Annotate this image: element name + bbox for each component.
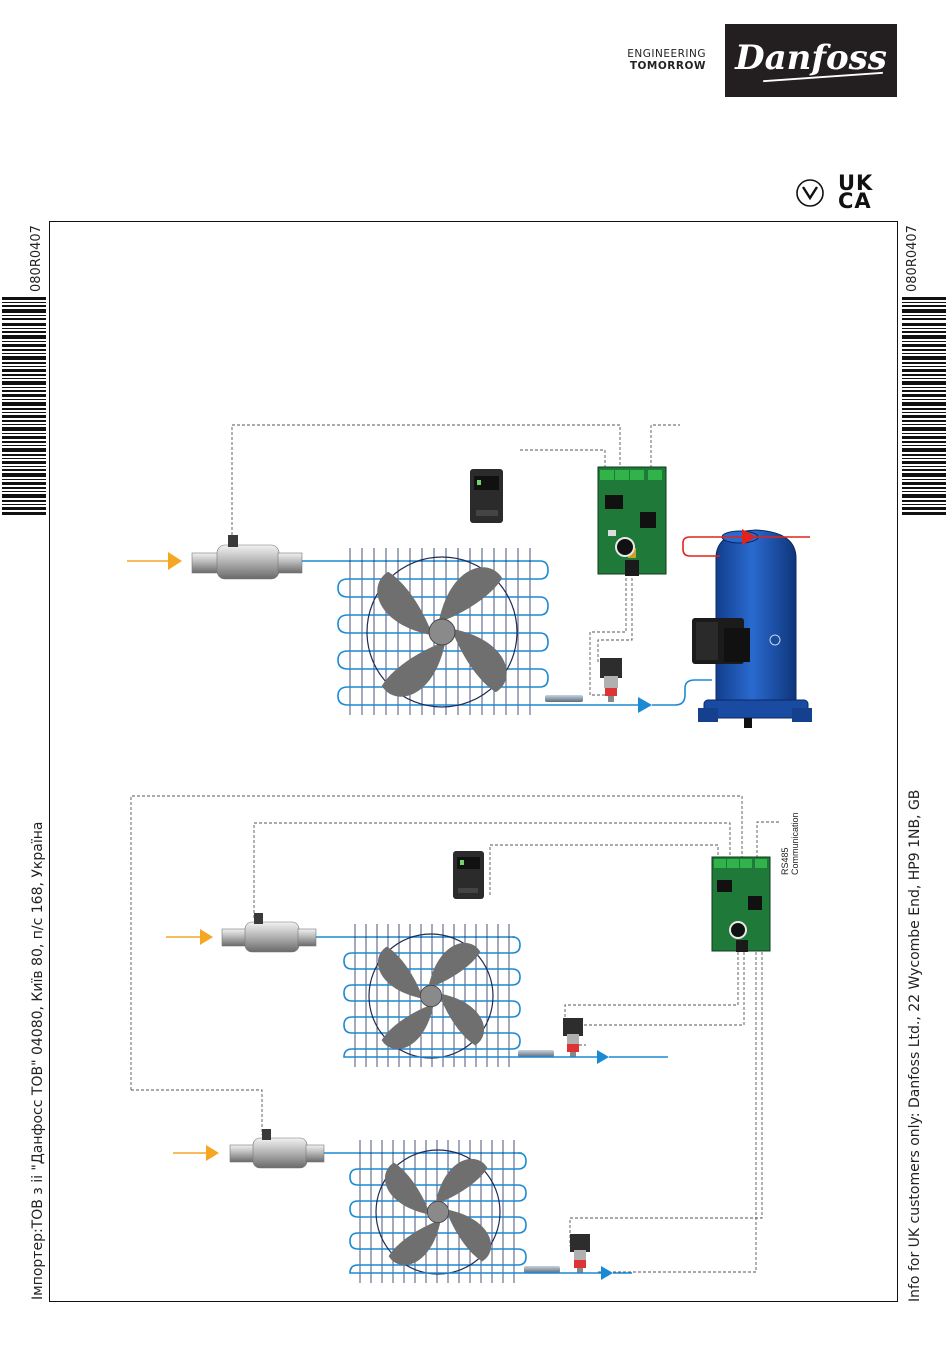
expansion-valve-1: [192, 535, 302, 579]
refrigerant-inlet-arrow-1: [127, 552, 182, 570]
controller-board-2: [712, 857, 770, 952]
pressure-transmitter-3: [570, 1234, 590, 1273]
expansion-valve-2: [222, 913, 316, 952]
compressor: [683, 522, 812, 728]
display-unit-2: [453, 851, 484, 899]
expansion-valve-3: [230, 1129, 324, 1168]
display-unit-1: [470, 469, 503, 523]
refrigerant-inlet-arrow-3: [173, 1145, 219, 1161]
refrigerant-inlet-arrow-2: [166, 929, 213, 945]
control-wiring-3: [131, 1090, 262, 1135]
temperature-probe-1: [545, 695, 583, 702]
circuit-3: [131, 1090, 632, 1283]
controller-board-1: [598, 467, 666, 576]
circuit-1: [127, 425, 812, 728]
temperature-probe-3: [524, 1266, 560, 1273]
pressure-transmitter-2: [563, 1018, 583, 1057]
suction-line-3: [358, 1266, 632, 1280]
temperature-probe-2: [518, 1050, 554, 1057]
